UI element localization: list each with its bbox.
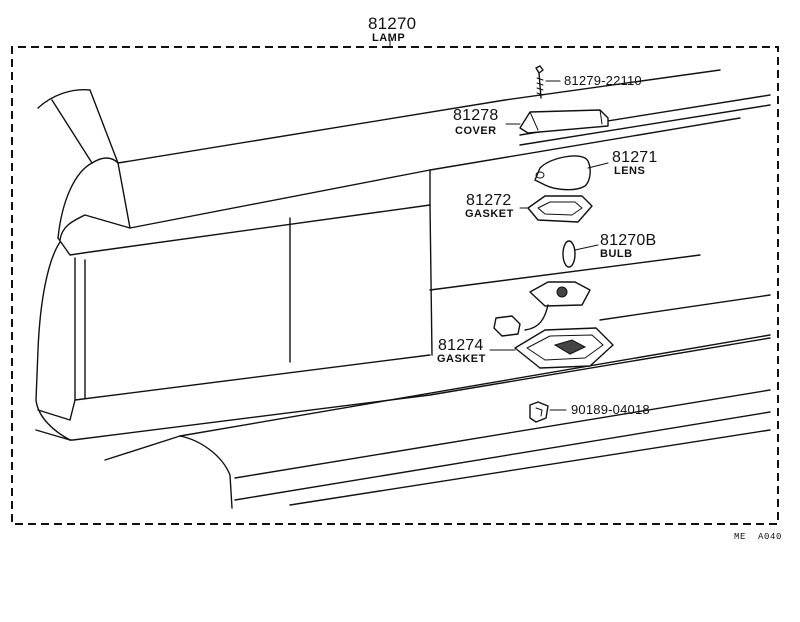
- cover-part-name: COVER: [455, 125, 497, 137]
- lens-part: [534, 155, 609, 191]
- screw-part: [535, 65, 561, 99]
- screw-part-number: 81279-22110: [564, 73, 642, 88]
- upper-gasket-part-name: GASKET: [465, 208, 514, 220]
- lower-gasket-part: [489, 327, 614, 369]
- cover-part: [505, 109, 609, 134]
- clip-part: [529, 401, 567, 423]
- cover-part-number: 81278: [453, 107, 499, 124]
- lens-part-number: 81271: [612, 149, 658, 166]
- lens-part-name: LENS: [614, 165, 646, 177]
- reference-code: ME A040: [734, 532, 783, 542]
- assembly-name: LAMP: [372, 32, 406, 44]
- bulb-part: [562, 240, 599, 268]
- upper-gasket-part-number: 81272: [466, 192, 512, 209]
- assembly-number: 81270: [368, 14, 417, 33]
- lower-gasket-part-number: 81274: [438, 337, 484, 354]
- socket-part: [493, 281, 591, 337]
- bulb-part-number: 81270B: [600, 232, 657, 249]
- clip-part-number: 90189-04018: [571, 402, 650, 417]
- lower-gasket-part-name: GASKET: [437, 353, 486, 365]
- upper-gasket-part: [519, 195, 593, 223]
- assembly-boundary: [11, 46, 779, 525]
- vehicle-body: [35, 69, 771, 509]
- bulb-part-name: BULB: [600, 248, 633, 260]
